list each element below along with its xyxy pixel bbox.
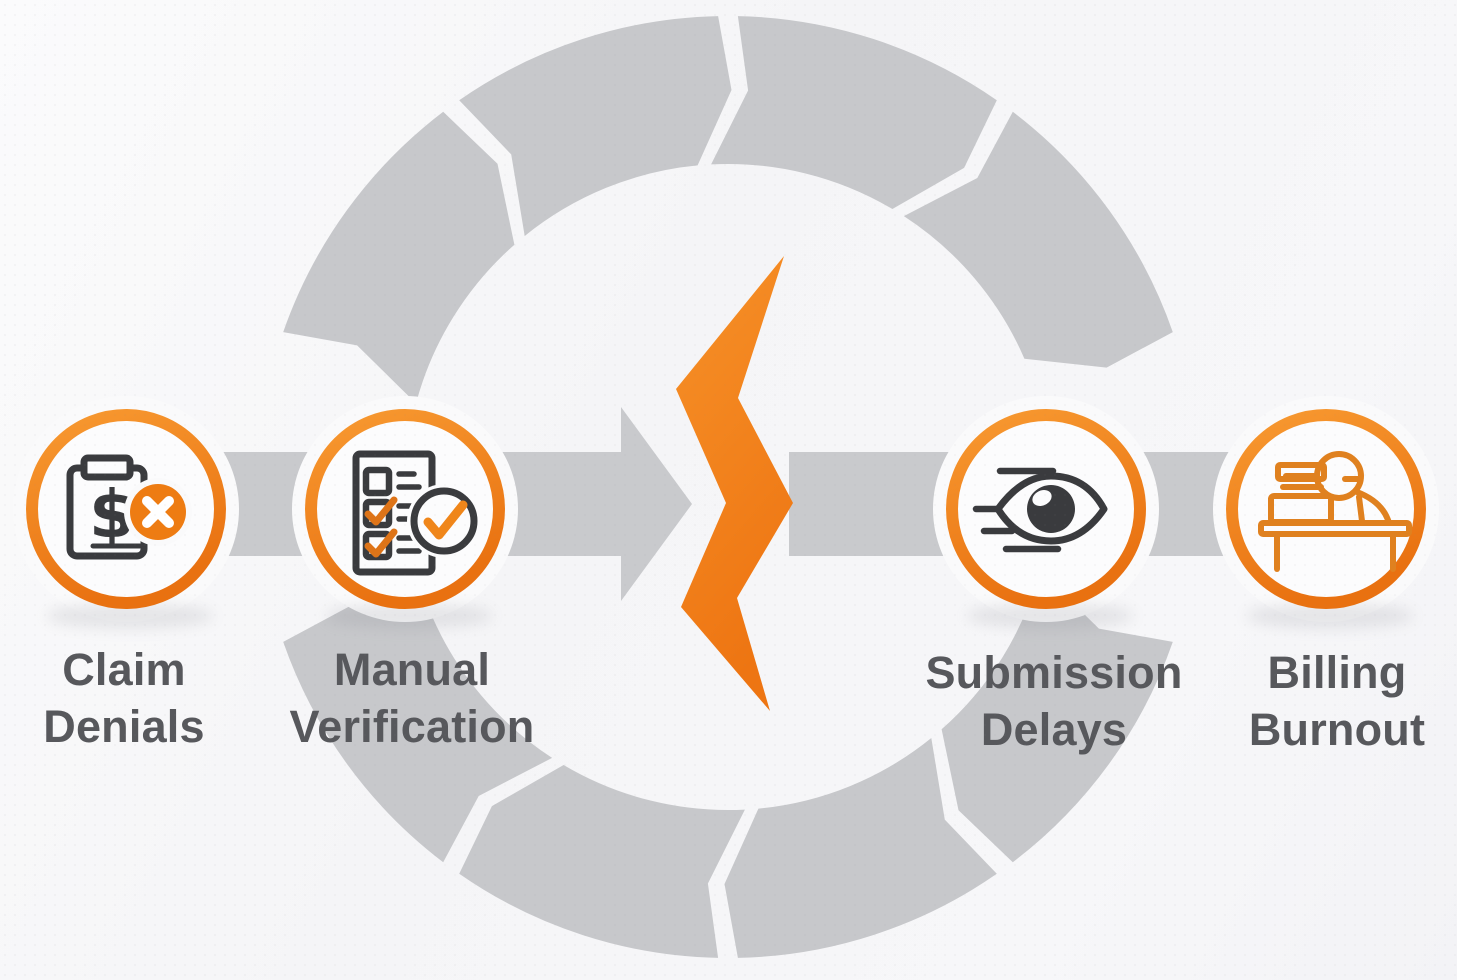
burnout-desk-icon — [1258, 451, 1412, 572]
station-submission-delays — [946, 409, 1146, 609]
verified-checklist-icon — [352, 450, 481, 576]
label-line: Submission — [925, 647, 1183, 698]
station-billing-burnout — [1226, 409, 1426, 609]
station-shadow — [46, 603, 214, 629]
station-label-billing-burnout: Billing Burnout — [1167, 644, 1457, 758]
checkmark — [364, 496, 398, 526]
rushing-eye-icon — [972, 467, 1108, 553]
label-line: Manual — [333, 644, 491, 695]
checkbox-empty — [362, 466, 393, 497]
station-shadow — [966, 603, 1134, 629]
ring-segment — [459, 16, 732, 236]
station-label-submission-delays: Submission Delays — [884, 644, 1224, 758]
label-line: Burnout — [1248, 704, 1426, 755]
clipboard-clip — [80, 454, 134, 481]
station-claim-denials: $ — [26, 409, 226, 609]
lightning-bolt-icon — [676, 256, 793, 711]
cycle-ring — [283, 16, 1173, 958]
eye-highlight — [1032, 489, 1052, 507]
label-line: Delays — [980, 704, 1128, 755]
station-manual-verification — [305, 409, 505, 609]
ring-segment — [283, 606, 553, 863]
ring-segment — [903, 111, 1173, 368]
label-line: Claim — [62, 644, 186, 695]
person-arm — [1356, 494, 1365, 524]
checkmark — [364, 528, 398, 558]
label-line: Billing — [1267, 647, 1407, 698]
ring-segment — [941, 570, 1173, 863]
station-label-claim-denials: Claim Denials — [0, 641, 294, 755]
desk-top — [1258, 520, 1412, 537]
ring-segment — [283, 111, 515, 404]
check-badge-icon — [407, 484, 481, 558]
claim-denied-clipboard-icon: $ — [66, 454, 192, 560]
station-label-manual-verification: Manual Verification — [242, 641, 582, 755]
station-shadow — [325, 603, 493, 629]
ring-segment — [724, 738, 997, 958]
person-back — [1354, 489, 1392, 526]
ring-segment — [711, 16, 997, 209]
station-shadow — [1246, 603, 1414, 629]
eye-iris — [1027, 485, 1075, 533]
ring-segment — [459, 765, 745, 958]
label-line: Denials — [43, 701, 205, 752]
label-line: Verification — [289, 701, 535, 752]
station-circle — [1226, 409, 1426, 609]
x-badge-icon — [124, 478, 192, 546]
flow-arrowhead-icon — [621, 407, 692, 601]
